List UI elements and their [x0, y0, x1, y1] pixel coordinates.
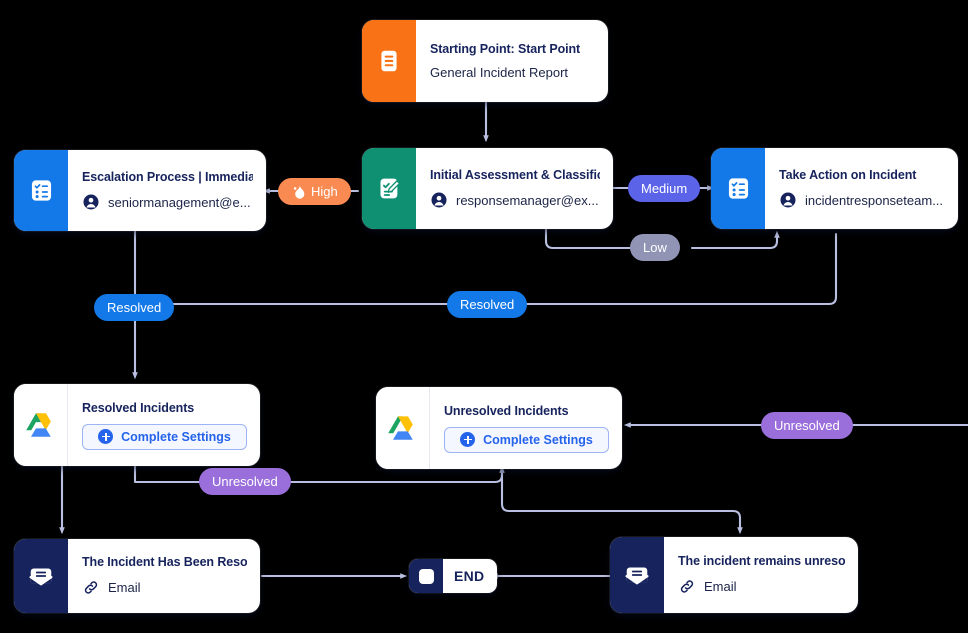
- complete-settings-button[interactable]: Complete Settings: [82, 423, 247, 450]
- node-subtitle: Email: [108, 580, 141, 595]
- end-label: END: [454, 568, 485, 584]
- node-title: The Incident Has Been Resol...: [82, 555, 247, 569]
- node-subtitle-row: Email: [82, 578, 247, 597]
- node-subtitle: incidentresponseteam...: [805, 192, 944, 208]
- checklist-icon: [31, 180, 51, 201]
- node-emailresolved-icon-pane: [14, 539, 68, 613]
- node-subtitle: seniormanagement@e...: [108, 194, 251, 210]
- edge-unresolved-to-unresolvedincidents: [282, 465, 505, 484]
- node-unresolvedincidents-icon-pane: [376, 387, 430, 469]
- node-escalation-body: Escalation Process | Immedia... seniorma…: [68, 150, 266, 231]
- edge-label-text: Medium: [641, 181, 688, 196]
- node-escalation-icon-pane: [14, 150, 68, 231]
- edge-unresolvedincidents-to-emailunresolved: [500, 467, 743, 535]
- node-emailunresolved-icon-pane: [610, 537, 664, 613]
- node-unresolvedincidents-body: Unresolved Incidents Complete Settings: [430, 387, 622, 469]
- node-resolvedincidents-icon-pane: [14, 384, 68, 466]
- edge-label-text: High: [311, 184, 338, 199]
- edge-label-text: Resolved: [460, 297, 515, 312]
- person-icon: [780, 192, 796, 208]
- node-escalation[interactable]: Escalation Process | Immedia... seniorma…: [14, 150, 266, 231]
- node-end[interactable]: END: [409, 559, 498, 593]
- edge-resolvedincidents-to-unresolved: [133, 464, 207, 484]
- clipboard-pen-icon: [380, 178, 400, 199]
- node-assessment-icon-pane: [362, 148, 416, 229]
- edge-label-unresolved-left[interactable]: Unresolved: [199, 468, 291, 495]
- node-subtitle-row: General Incident Report: [430, 65, 595, 80]
- flame-icon: [293, 185, 305, 199]
- node-subtitle-row: Email: [678, 577, 845, 596]
- node-title: Starting Point: Start Point: [430, 42, 581, 56]
- node-title: Take Action on Incident: [779, 168, 917, 182]
- edge-label-high[interactable]: High: [278, 178, 351, 205]
- node-take-action[interactable]: Take Action on Incident incidentresponse…: [711, 148, 958, 229]
- node-title: Escalation Process | Immedia...: [82, 170, 253, 184]
- edge-label-resolved-left[interactable]: Resolved: [94, 294, 175, 321]
- complete-settings-label: Complete Settings: [121, 429, 231, 444]
- node-emailunresolved-body: The incident remains unresol... Email: [664, 537, 858, 613]
- link-icon: [680, 580, 694, 593]
- node-takeaction-body: Take Action on Incident incidentresponse…: [765, 148, 958, 229]
- node-subtitle: Email: [704, 579, 737, 594]
- envelope-icon: [625, 567, 649, 585]
- person-icon: [431, 192, 447, 208]
- node-emailresolved-body: The Incident Has Been Resol... Email: [68, 539, 260, 613]
- node-email-unresolved[interactable]: The incident remains unresol... Email: [610, 537, 858, 613]
- document-lines-icon: [381, 50, 397, 72]
- complete-settings-label: Complete Settings: [483, 432, 593, 447]
- edge-label-text: Unresolved: [774, 418, 840, 433]
- node-start-icon-pane: [362, 20, 416, 102]
- edge-label-medium[interactable]: Medium: [628, 175, 701, 202]
- node-subtitle: responsemanager@ex...: [456, 192, 599, 208]
- google-drive-icon: [25, 412, 51, 437]
- complete-settings-button[interactable]: Complete Settings: [444, 426, 609, 453]
- node-subtitle-row: seniormanagement@e...: [82, 193, 253, 211]
- node-resolvedincidents-body: Resolved Incidents Complete Settings: [68, 384, 260, 466]
- node-title: Initial Assessment & Classific...: [430, 168, 600, 182]
- node-title: The incident remains unresol...: [678, 554, 845, 568]
- node-subtitle-row: responsemanager@ex...: [430, 191, 600, 209]
- edge-label-text: Unresolved: [212, 474, 278, 489]
- plus-circle-icon: [98, 429, 114, 444]
- node-title: Resolved Incidents: [82, 400, 195, 415]
- edge-label-text: Resolved: [107, 300, 162, 315]
- node-initial-assessment[interactable]: Initial Assessment & Classific... respon…: [362, 148, 613, 229]
- node-start-body: Starting Point: Start Point General Inci…: [416, 20, 608, 102]
- envelope-icon: [29, 568, 53, 586]
- plus-circle-icon: [460, 432, 476, 447]
- node-email-resolved[interactable]: The Incident Has Been Resol... Email: [14, 539, 260, 613]
- edge-label-low[interactable]: Low: [630, 234, 680, 261]
- edge-assessment-to-low: [544, 227, 632, 250]
- edge-label-resolved-right[interactable]: Resolved: [447, 291, 528, 318]
- node-assessment-body: Initial Assessment & Classific... respon…: [416, 148, 613, 229]
- edge-low-to-takeaction: [690, 230, 780, 250]
- node-unresolved-incidents[interactable]: Unresolved Incidents Complete Settings: [376, 387, 622, 469]
- stop-square-icon: [409, 559, 443, 593]
- node-title: Unresolved Incidents: [444, 403, 569, 418]
- edge-label-unresolved-right[interactable]: Unresolved: [761, 412, 853, 439]
- person-icon: [83, 194, 99, 210]
- node-takeaction-icon-pane: [711, 148, 765, 229]
- link-icon: [84, 581, 98, 594]
- google-drive-icon: [387, 415, 413, 440]
- node-start[interactable]: Starting Point: Start Point General Inci…: [362, 20, 608, 102]
- node-resolved-incidents[interactable]: Resolved Incidents Complete Settings: [14, 384, 260, 466]
- node-subtitle-row: incidentresponseteam...: [779, 191, 945, 209]
- checklist-icon: [728, 178, 748, 199]
- node-subtitle: General Incident Report: [430, 65, 569, 80]
- edge-label-text: Low: [643, 240, 667, 255]
- edge-takeaction-to-resolved: [523, 232, 838, 306]
